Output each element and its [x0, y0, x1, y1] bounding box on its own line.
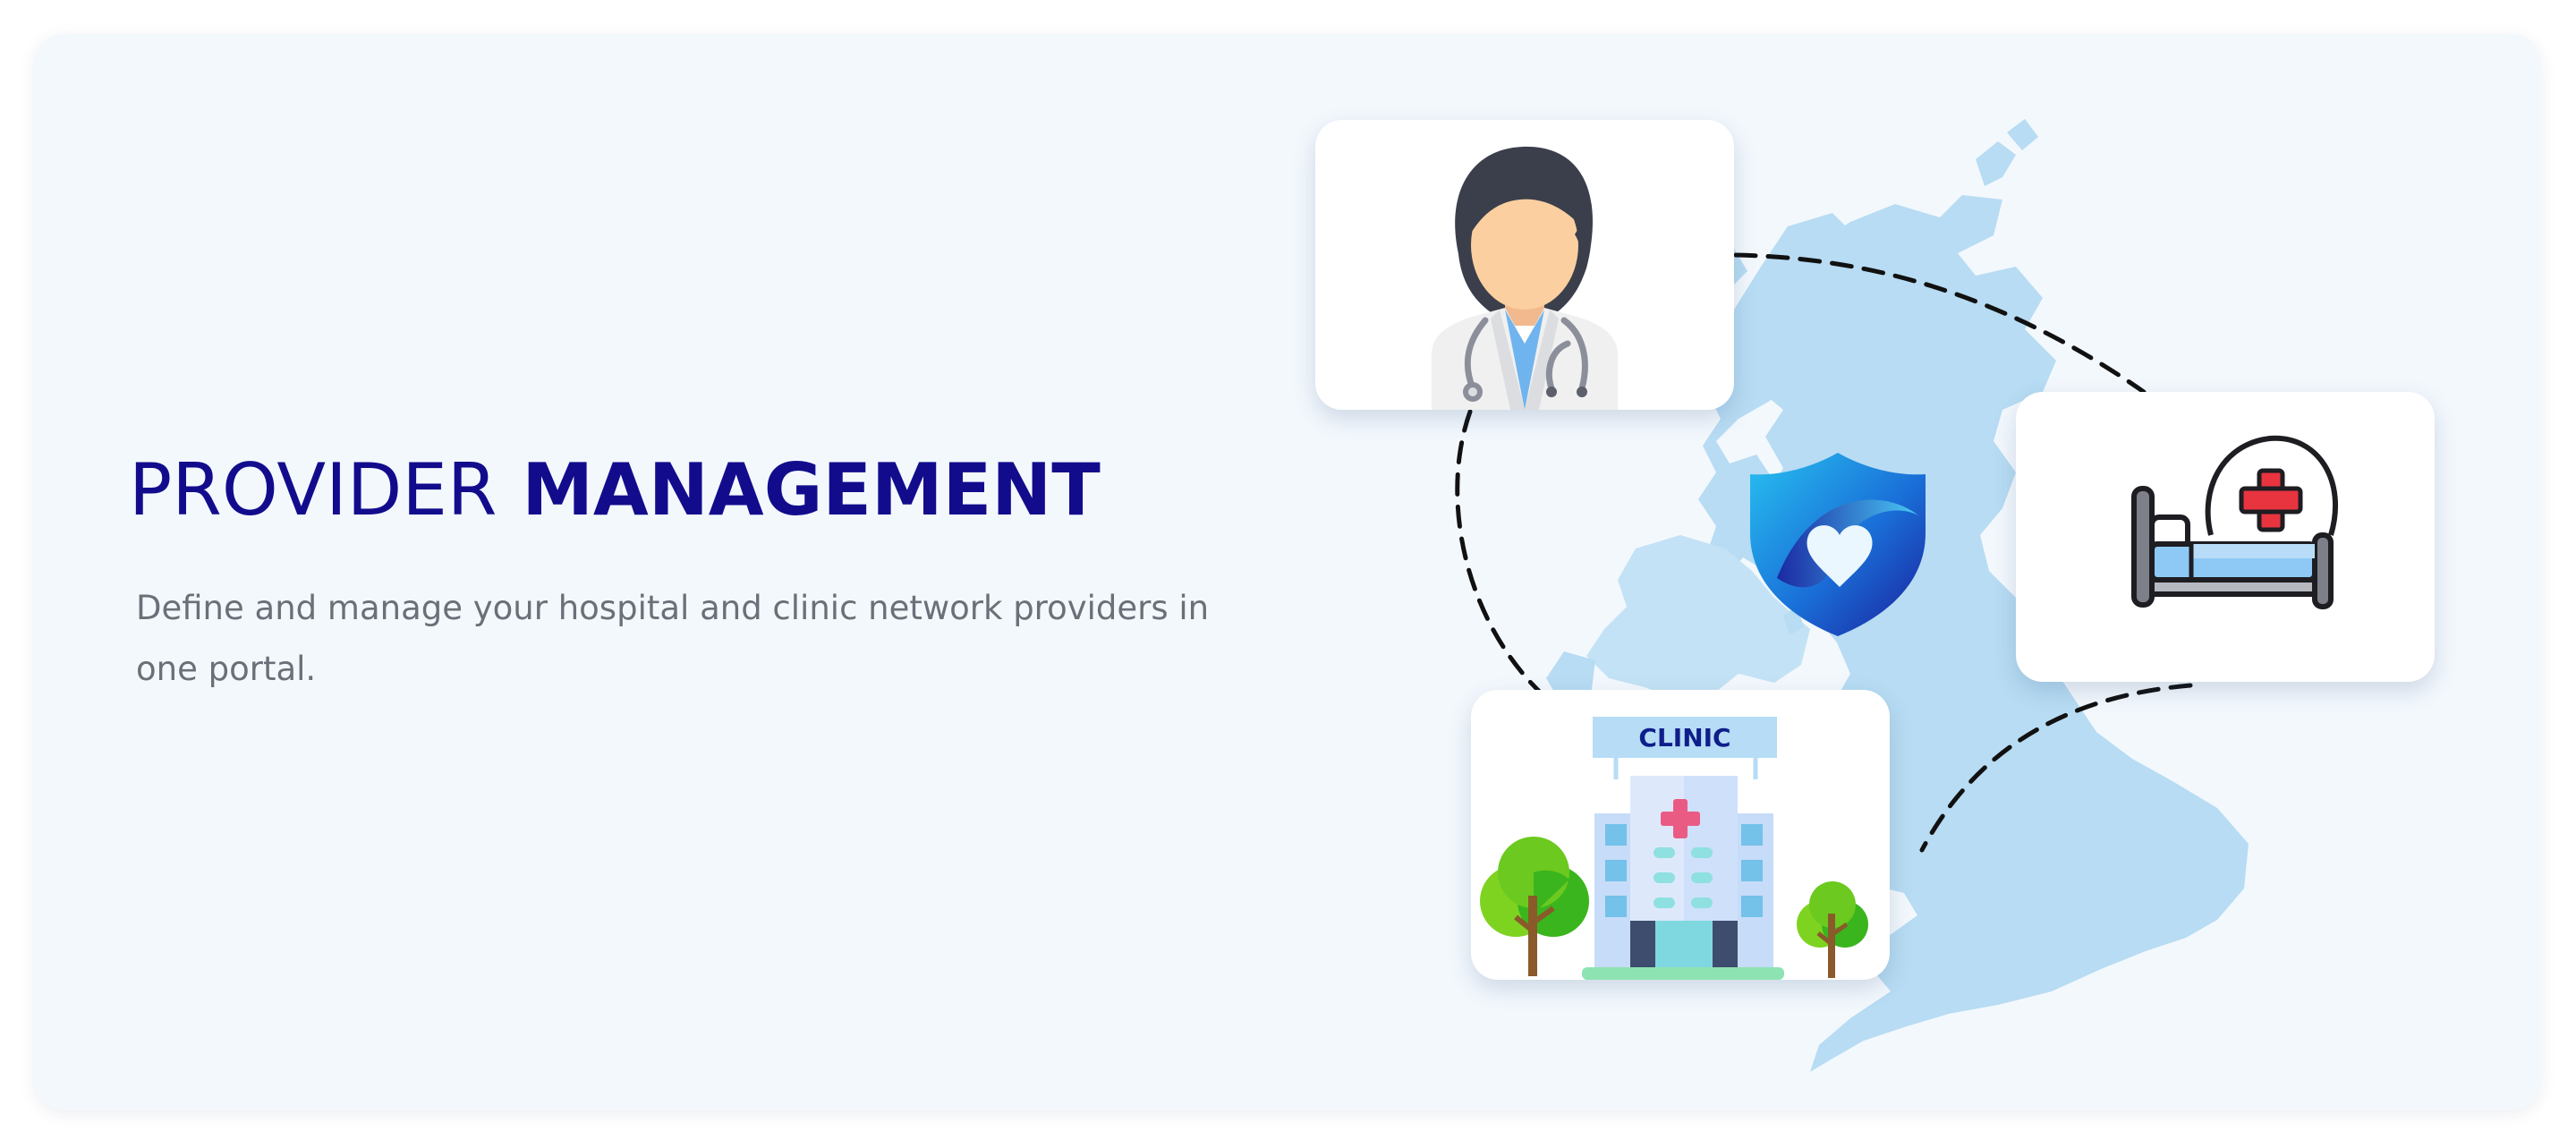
title-bold: MANAGEMENT	[522, 448, 1101, 531]
clinic-sign: CLINIC	[1638, 723, 1730, 753]
title-light: PROVIDER	[129, 448, 497, 531]
hospital-bed-card	[2016, 392, 2435, 682]
connector-lines	[1455, 252, 2193, 853]
shield-heart-logo	[1750, 453, 1926, 636]
connector-doctor-bed	[1733, 252, 2147, 395]
clinic-card: CLINIC	[1471, 690, 1890, 980]
clinic-building-icon: CLINIC	[1480, 717, 1868, 980]
doctor-card	[1315, 120, 1734, 410]
connector-doctor-clinic	[1455, 409, 1549, 701]
page-title: PROVIDER MANAGEMENT	[129, 455, 1101, 526]
hospital-bed-icon	[2131, 435, 2338, 609]
doctor-icon	[1432, 146, 1618, 410]
tree-left-icon	[1480, 837, 1589, 976]
connector-bed-clinic	[1919, 683, 2193, 853]
provider-management-panel: PROVIDER MANAGEMENT Define and manage yo…	[34, 34, 2541, 1110]
tree-right-icon	[1797, 881, 1868, 978]
page-description: Define and manage your hospital and clin…	[136, 589, 1210, 688]
